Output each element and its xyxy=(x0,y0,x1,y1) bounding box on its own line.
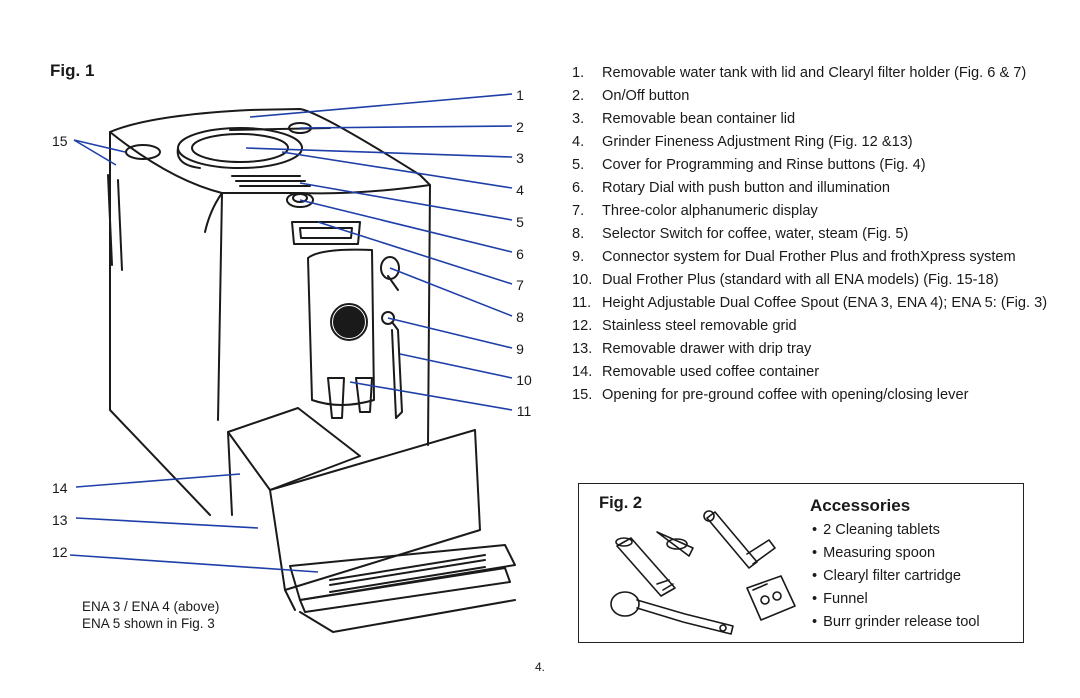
parts-list: 1. Removable water tank with lid and Clea… xyxy=(572,62,1052,407)
callout-2: 2 xyxy=(516,119,524,135)
caption-line: ENA 3 / ENA 4 (above) xyxy=(82,599,220,614)
item-text: Dual Frother Plus (standard with all ENA… xyxy=(602,272,999,288)
callout-line-6 xyxy=(299,199,513,253)
callout-11: 11 xyxy=(516,403,532,419)
item-number: 15. xyxy=(572,387,593,403)
item-number: 5. xyxy=(572,157,585,173)
burr-grinder-tool-icon xyxy=(706,511,776,569)
accessory-item: Clearyl filter cartridge xyxy=(812,565,980,588)
callout-line-9 xyxy=(387,317,513,349)
item-text: Cover for Programming and Rinse buttons … xyxy=(602,157,926,173)
parts-list-item: 8. Selector Switch for coffee, water, ste… xyxy=(572,223,1052,246)
callout-14: 14 xyxy=(52,480,68,496)
callout-5: 5 xyxy=(516,214,524,230)
item-text: Removable used coffee container xyxy=(602,364,820,380)
coffee-machine-diagram xyxy=(69,93,516,633)
callout-line-5 xyxy=(299,182,513,221)
callout-line-8 xyxy=(389,267,513,317)
figure-2-title: Fig. 2 xyxy=(599,494,643,512)
accessories-illustration xyxy=(610,510,796,635)
callout-line-1 xyxy=(249,93,513,118)
callout-4: 4 xyxy=(516,182,524,198)
cleaning-tablets-icon xyxy=(746,575,796,621)
item-text: Connector system for Dual Frother Plus a… xyxy=(602,249,1016,265)
parts-list-item: 15. Opening for pre-ground coffee with op… xyxy=(572,384,1052,407)
item-number: 12. xyxy=(572,318,593,334)
callout-line-12 xyxy=(69,554,319,573)
funnel-icon xyxy=(656,531,694,557)
callout-7: 7 xyxy=(516,277,524,293)
item-number: 6. xyxy=(572,180,585,196)
callout-13: 13 xyxy=(52,512,68,528)
accessory-item: Funnel xyxy=(812,588,980,611)
item-number: 8. xyxy=(572,226,585,242)
callout-8: 8 xyxy=(516,309,524,325)
filter-cartridge-icon xyxy=(616,537,676,597)
callout-12: 12 xyxy=(52,544,68,560)
item-number: 2. xyxy=(572,88,585,104)
parts-list-item: 7. Three-color alphanumeric display xyxy=(572,200,1052,223)
item-text: Rotary Dial with push button and illumin… xyxy=(602,180,890,196)
accessory-item: Measuring spoon xyxy=(812,542,980,565)
callout-line-11 xyxy=(349,381,513,411)
parts-list-item: 11. Height Adjustable Dual Coffee Spout (… xyxy=(572,292,1052,315)
accessories-box: Fig. 2 Accessories 2 Cleaning tablets xyxy=(578,483,1024,643)
item-number: 1. xyxy=(572,65,585,81)
accessories-list: 2 Cleaning tablets Measuring spoon Clear… xyxy=(812,519,980,634)
parts-list-item: 14. Removable used coffee container xyxy=(572,361,1052,384)
parts-list-item: 2. On/Off button xyxy=(572,85,1052,108)
item-text: Three-color alphanumeric display xyxy=(602,203,818,219)
callout-line-13 xyxy=(75,517,259,529)
item-number: 14. xyxy=(572,364,593,380)
callout-line-15a xyxy=(73,139,126,153)
accessory-item: Burr grinder release tool xyxy=(812,611,980,634)
item-text: Removable drawer with drip tray xyxy=(602,341,812,357)
parts-list-item: 9. Connector system for Dual Frother Plus… xyxy=(572,246,1052,269)
item-text: Removable water tank with lid and Cleary… xyxy=(602,65,1027,81)
item-number: 3. xyxy=(572,111,585,127)
callout-line-15b xyxy=(73,139,117,166)
parts-list-item: 3. Removable bean container lid xyxy=(572,108,1052,131)
figure-1-caption: ENA 3 / ENA 4 (above) ENA 5 shown in Fig… xyxy=(82,598,219,632)
item-number: 11. xyxy=(572,295,592,311)
item-text: Stainless steel removable grid xyxy=(602,318,797,334)
item-number: 7. xyxy=(572,203,585,219)
page-number: 4. xyxy=(534,660,545,674)
measuring-spoon-icon xyxy=(610,591,640,617)
callout-9: 9 xyxy=(516,341,524,357)
callout-line-2 xyxy=(299,125,513,129)
parts-list-item: 4. Grinder Fineness Adjustment Ring (Fig.… xyxy=(572,131,1052,154)
parts-list-item: 6. Rotary Dial with push button and illum… xyxy=(572,177,1052,200)
callout-line-3 xyxy=(245,147,513,158)
item-text: Removable bean container lid xyxy=(602,111,796,127)
callout-line-7 xyxy=(317,221,513,285)
item-text: Height Adjustable Dual Coffee Spout (ENA… xyxy=(602,295,1048,311)
item-text: On/Off button xyxy=(602,88,690,104)
accessories-title: Accessories xyxy=(810,496,911,515)
item-text: Selector Switch for coffee, water, steam… xyxy=(602,226,909,242)
parts-list-item: 13. Removable drawer with drip tray xyxy=(572,338,1052,361)
parts-list-item: 12. Stainless steel removable grid xyxy=(572,315,1052,338)
figure-1-title: Fig. 1 xyxy=(50,61,95,80)
parts-list-item: 1. Removable water tank with lid and Clea… xyxy=(572,62,1052,85)
callout-1: 1 xyxy=(516,87,524,103)
callout-3: 3 xyxy=(516,150,524,166)
item-number: 10. xyxy=(572,272,593,288)
callout-15: 15 xyxy=(52,133,68,149)
callout-6: 6 xyxy=(516,246,524,262)
item-text: Grinder Fineness Adjustment Ring (Fig. 1… xyxy=(602,134,913,150)
parts-list-item: 5. Cover for Programming and Rinse button… xyxy=(572,154,1052,177)
item-text: Opening for pre-ground coffee with openi… xyxy=(602,387,969,403)
callout-10: 10 xyxy=(516,372,532,388)
callout-line-14 xyxy=(75,473,241,488)
item-number: 4. xyxy=(572,134,585,150)
parts-list-item: 10. Dual Frother Plus (standard with all … xyxy=(572,269,1052,292)
caption-line: ENA 5 shown in Fig. 3 xyxy=(82,616,215,631)
item-number: 9. xyxy=(572,249,585,265)
item-number: 13. xyxy=(572,341,593,357)
callout-line-4 xyxy=(281,151,513,189)
callout-line-10 xyxy=(399,353,513,379)
accessory-item: 2 Cleaning tablets xyxy=(812,519,980,542)
